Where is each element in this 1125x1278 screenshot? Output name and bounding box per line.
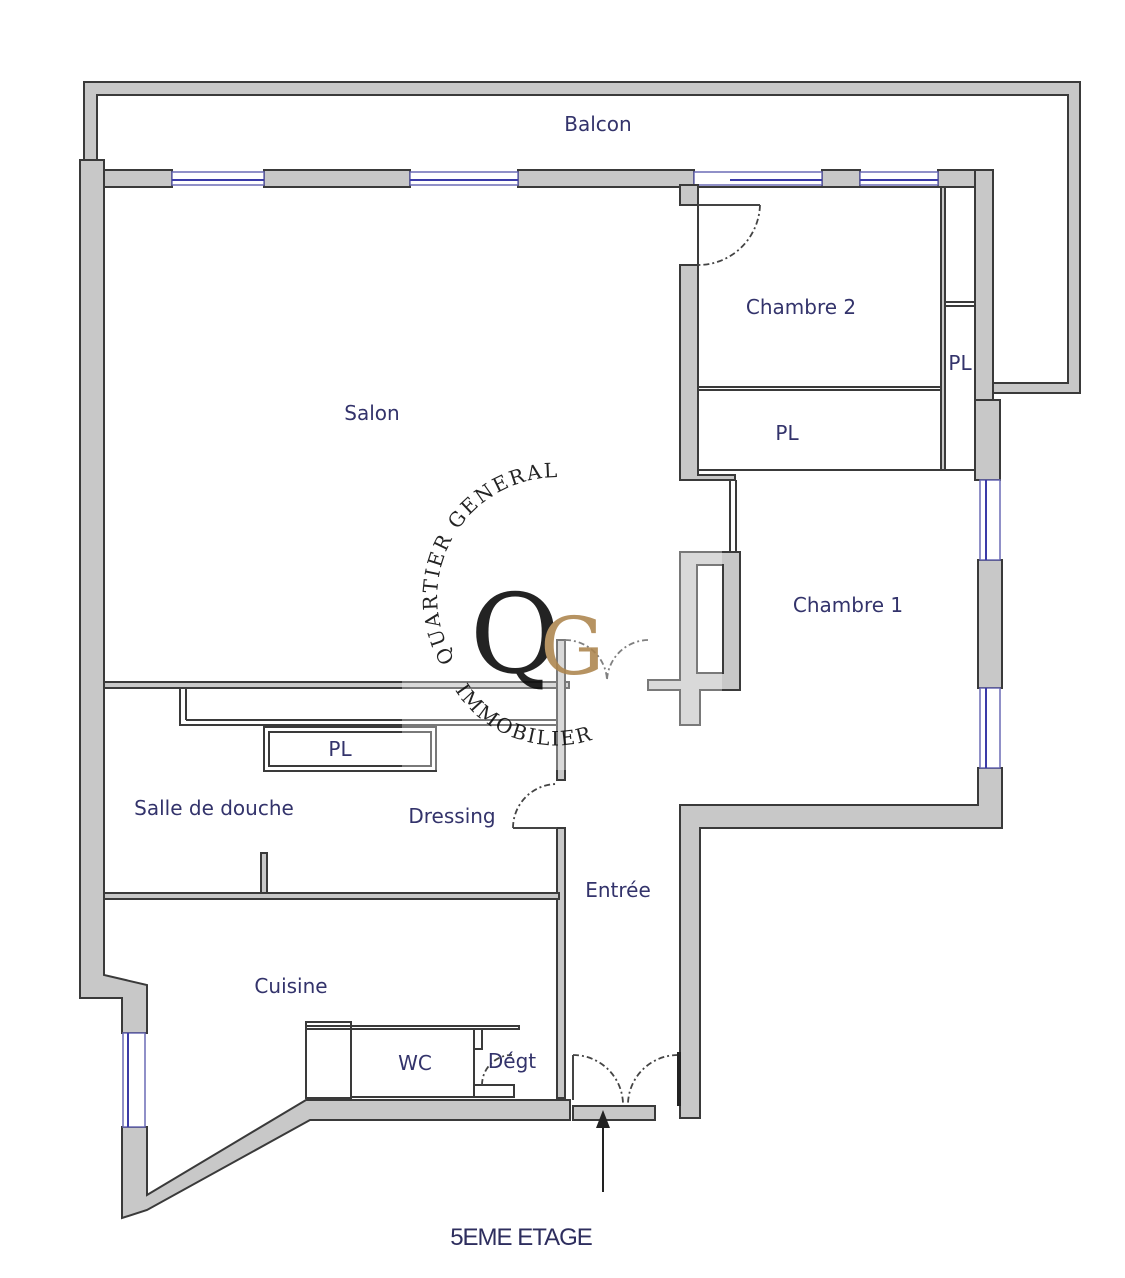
room-label-pl-douche: PL: [328, 737, 352, 761]
room-label-dressing: Dressing: [408, 804, 495, 828]
windows: [122, 171, 1001, 1128]
room-label-degt: Dégt: [488, 1049, 536, 1073]
room-label-entree: Entrée: [585, 878, 651, 902]
doors: [481, 204, 761, 1106]
room-label-balcon: Balcon: [564, 112, 631, 136]
room-label-chambre-1: Chambre 1: [793, 593, 903, 617]
room-label-cuisine: Cuisine: [254, 974, 327, 998]
room-label-pl-chambre-2: PL: [775, 421, 799, 445]
room-label-chambre-2: Chambre 2: [746, 295, 856, 319]
room-label-salle-de-douche: Salle de douche: [134, 796, 294, 820]
room-labels: Balcon Salon Chambre 2 PL PL Chambre 1 P…: [134, 112, 972, 1251]
room-label-wc: WC: [398, 1051, 432, 1075]
room-label-salon: Salon: [344, 401, 399, 425]
entrance-arrow-icon: [596, 1110, 610, 1192]
floor-label: 5EME ETAGE: [450, 1224, 592, 1251]
watermark-monogram: QG: [470, 570, 604, 698]
interior-walls: [103, 184, 976, 1099]
watermark-logo: QG QUARTIER GENERAL IMMOBILIER: [402, 458, 722, 770]
room-label-pl-right: PL: [948, 351, 972, 375]
